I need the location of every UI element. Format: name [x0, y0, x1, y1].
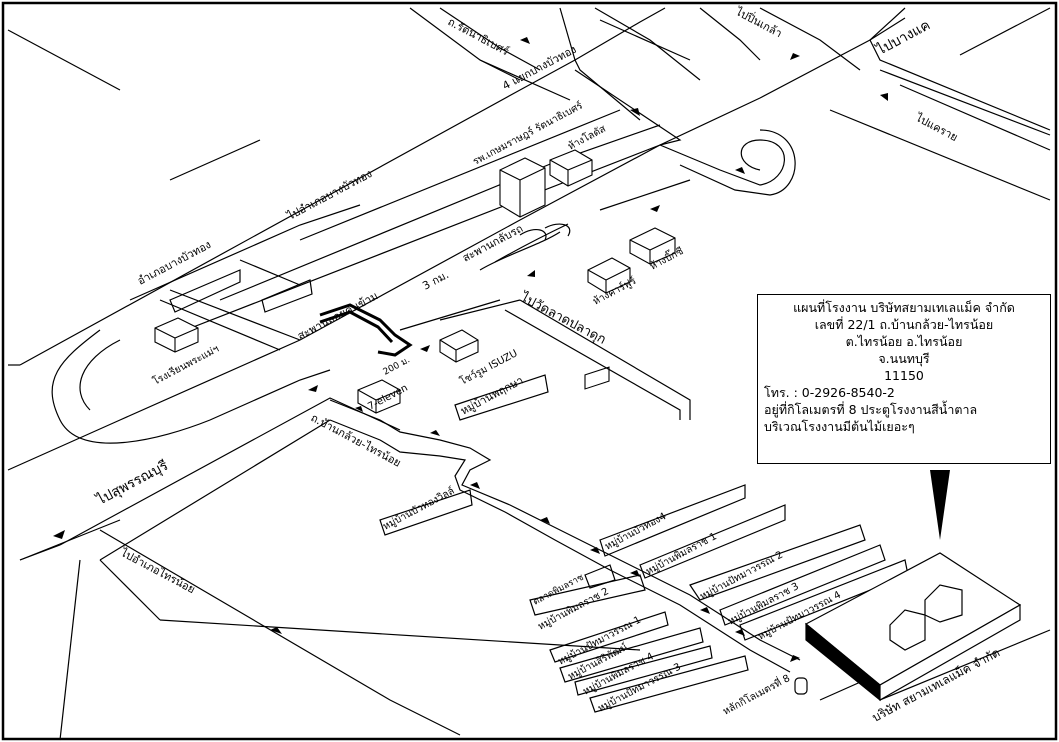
buildings — [154, 149, 676, 414]
km8-post — [794, 677, 808, 695]
info-line-subdistrict: ต.ไทรน้อย อ.ไทรน้อย — [845, 334, 963, 349]
overpass — [319, 303, 413, 357]
info-line-location: อยู่ที่กิโลเมตรที่ 8 ประตูโรงงานสีน้ำตาล — [764, 402, 978, 417]
info-line-trees: บริเวณโรงงานมีต้นไม้เยอะๆ — [764, 419, 915, 434]
info-line-title: แผนที่โรงงาน บริษัทสยามเทเลแม็ค จำกัด — [793, 300, 1015, 315]
info-line-province: จ.นนทบุรี — [878, 351, 930, 366]
info-line-address: เลขที่ 22/1 ถ.บ้านกล้วย-ไทรน้อย — [814, 317, 994, 332]
factory-info-box: แผนที่โรงงาน บริษัทสยามเทเลแม็ค จำกัด เล… — [757, 294, 1051, 464]
info-line-postcode: 11150 — [884, 368, 924, 383]
factory-block — [804, 552, 1022, 702]
info-line-phone: โทร. : 0-2926-8540-2 — [764, 385, 895, 400]
road-network — [7, 7, 1051, 741]
direction-arrows — [53, 37, 950, 662]
